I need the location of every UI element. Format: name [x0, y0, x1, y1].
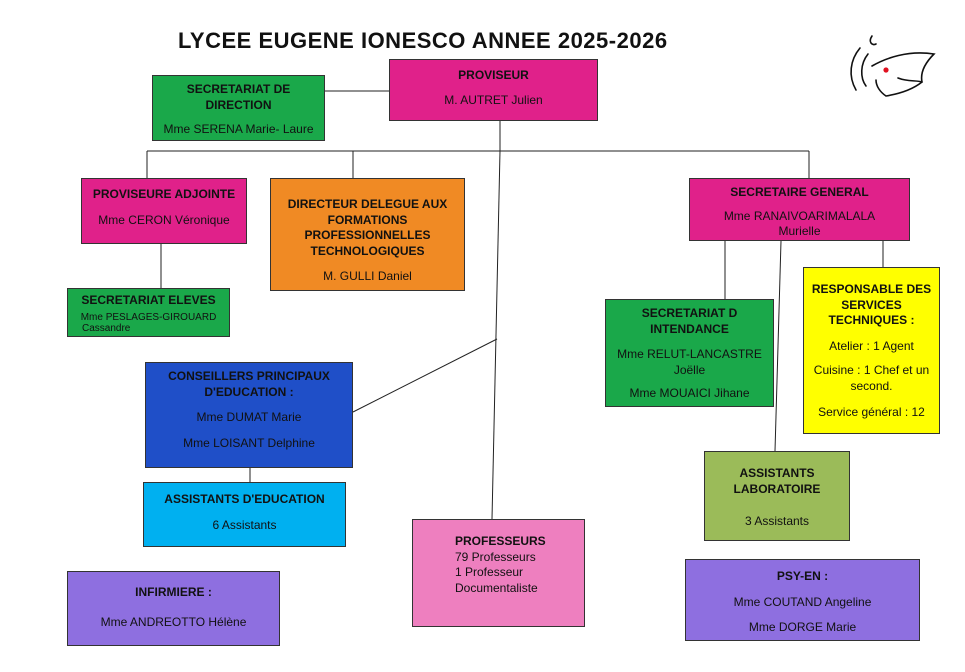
infirmiere-box: INFIRMIERE : Mme ANDREOTTO Hélène [67, 571, 280, 646]
secretariat-intendance-title-2: INTENDANCE [650, 321, 729, 336]
professeurs-line-2: 1 Professeur [455, 565, 524, 580]
proviseure-adjointe-name: Mme CERON Véronique [98, 212, 230, 227]
infirmiere-name: Mme ANDREOTTO Hélène [100, 614, 247, 629]
secretariat-direction-title-1: SECRETARIAT DE [186, 82, 291, 96]
cpe-box: CONSEILLERS PRINCIPAUX D'EDUCATION : Mme… [145, 362, 353, 468]
services-techniques-cuisine-1: Cuisine : 1 Chef et un [813, 363, 930, 378]
infirmiere-title: INFIRMIERE : [135, 585, 212, 599]
cpe-name-1: Mme DUMAT Marie [196, 410, 302, 425]
secretaire-general-name-1: Mme RANAIVOARIMALALA [723, 208, 876, 223]
assistants-education-count: 6 Assistants [212, 517, 277, 532]
ddfpt-name: M. GULLI Daniel [323, 269, 412, 284]
ddfpt-title-1: DIRECTEUR DELEGUE AUX [287, 197, 448, 211]
professeurs-line-1: 79 Professeurs [455, 549, 536, 564]
professeurs-box: PROFESSEURS 79 Professeurs 1 Professeur … [412, 519, 585, 627]
chart-title: LYCEE EUGENE IONESCO ANNEE 2025-2026 [178, 28, 668, 53]
secretaire-general-name-2: Murielle [778, 224, 821, 239]
psy-en-box: PSY-EN : Mme COUTAND Angeline Mme DORGE … [685, 559, 920, 641]
secretariat-eleves-name-2: Cassandre [82, 323, 131, 335]
secretariat-intendance-name-3: Mme MOUAICI Jihane [629, 386, 750, 401]
secretariat-intendance-box: SECRETARIAT D INTENDANCE Mme RELUT-LANCA… [605, 299, 774, 407]
ddfpt-title-2: FORMATIONS [327, 212, 408, 227]
psy-en-title: PSY-EN : [776, 569, 829, 583]
services-techniques-general: Service général : 12 [818, 404, 925, 419]
services-techniques-title-3: TECHNIQUES : [828, 313, 915, 328]
secretariat-intendance-name-2: Joëlle [673, 362, 706, 377]
assistants-education-box: ASSISTANTS D'EDUCATION 6 Assistants [143, 482, 346, 547]
assistants-education-title: ASSISTANTS D'EDUCATION [164, 492, 325, 506]
secretaire-general-box: SECRETAIRE GENERAL Mme RANAIVOARIMALALA … [689, 178, 910, 241]
secretaire-general-title: SECRETAIRE GENERAL [730, 185, 869, 199]
psy-en-name-2: Mme DORGE Marie [748, 620, 857, 635]
proviseure-adjointe-box: PROVISEURE ADJOINTE Mme CERON Véronique [81, 178, 247, 244]
services-techniques-cuisine-2: second. [850, 378, 893, 393]
professeurs-line-3: Documentaliste [455, 580, 538, 595]
secretariat-direction-title-2: DIRECTION [205, 97, 272, 112]
services-techniques-title-1: RESPONSABLE DES [811, 282, 932, 296]
connector-professeurs [491, 150, 501, 520]
professeurs-title: PROFESSEURS [455, 534, 546, 548]
proviseur-name: M. AUTRET Julien [444, 92, 543, 107]
secretariat-intendance-title-1: SECRETARIAT D [641, 306, 738, 320]
secretariat-direction-box: SECRETARIAT DE DIRECTION Mme SERENA Mari… [152, 75, 325, 141]
services-techniques-title-2: SERVICES [841, 297, 902, 312]
connector-cpe [352, 338, 498, 413]
ddfpt-box: DIRECTEUR DELEGUE AUX FORMATIONS PROFESS… [270, 178, 465, 291]
secretariat-direction-name: Mme SERENA Marie- Laure [163, 122, 314, 137]
cpe-title-1: CONSEILLERS PRINCIPAUX [168, 369, 330, 383]
secretariat-eleves-title: SECRETARIAT ELEVES [81, 293, 216, 307]
proviseur-title: PROVISEUR [458, 68, 529, 82]
services-techniques-atelier: Atelier : 1 Agent [829, 338, 914, 353]
assistants-laboratoire-title-1: ASSISTANTS [739, 466, 815, 480]
cpe-title-2: D'EDUCATION : [204, 384, 294, 399]
services-techniques-box: RESPONSABLE DES SERVICES TECHNIQUES : At… [803, 267, 940, 434]
proviseur-box: PROVISEUR M. AUTRET Julien [389, 59, 598, 121]
school-logo [850, 35, 936, 97]
assistants-laboratoire-box: ASSISTANTS LABORATOIRE 3 Assistants [704, 451, 850, 541]
psy-en-name-1: Mme COUTAND Angeline [733, 594, 872, 609]
assistants-laboratoire-count: 3 Assistants [744, 514, 810, 529]
logo-red-dot [883, 67, 889, 73]
proviseure-adjointe-title: PROVISEURE ADJOINTE [92, 187, 236, 201]
secretariat-eleves-name-1: Mme PESLAGES-GIROUARD [80, 311, 217, 323]
connector-labo [774, 240, 782, 452]
cpe-name-2: Mme LOISANT Delphine [183, 435, 315, 450]
ddfpt-title-4: TECHNOLOGIQUES [310, 243, 425, 258]
secretariat-eleves-box: SECRETARIAT ELEVES Mme PESLAGES-GIROUARD… [67, 288, 230, 337]
secretariat-intendance-name-1: Mme RELUT-LANCASTRE [617, 347, 762, 362]
ddfpt-title-3: PROFESSIONNELLES [304, 228, 431, 243]
assistants-laboratoire-title-2: LABORATOIRE [733, 481, 821, 496]
